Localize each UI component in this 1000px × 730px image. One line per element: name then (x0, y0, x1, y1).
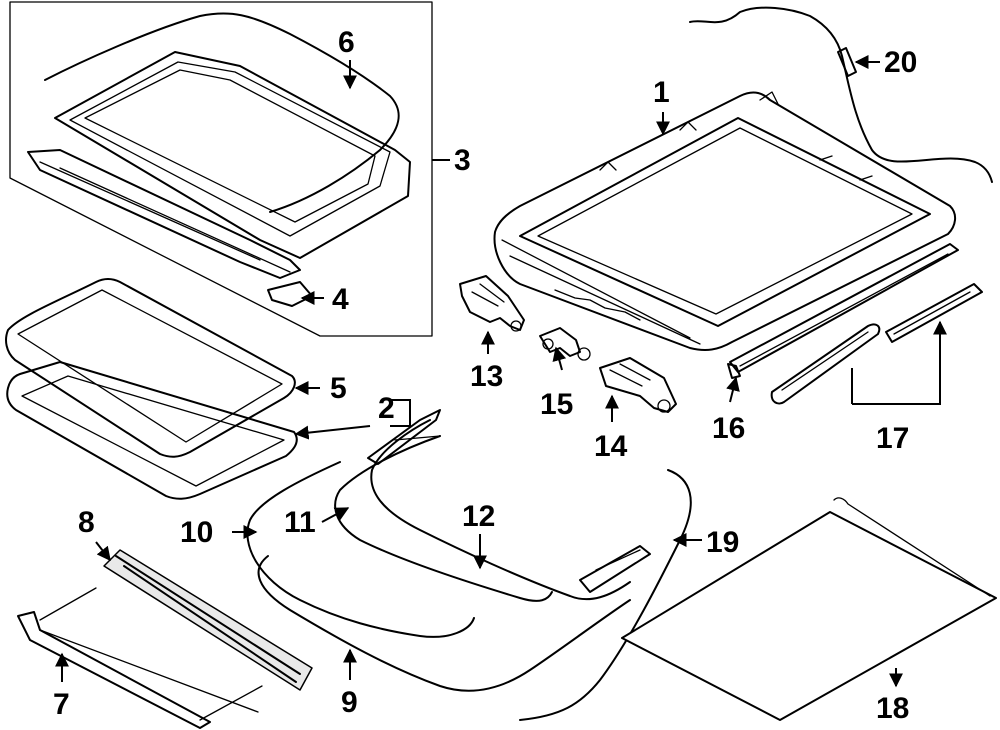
callout-16: 16 (712, 412, 745, 445)
glass-assembly-group-box (9, 1, 433, 337)
callout-2: 2 (378, 392, 395, 425)
callout-3: 3 (454, 144, 471, 177)
leader-lines (55, 55, 940, 688)
callout-17: 17 (876, 422, 909, 455)
cable-parts (246, 409, 631, 638)
sunroof-frame-part (493, 91, 956, 351)
callout-19: 19 (706, 526, 739, 559)
callout-20: 20 (884, 46, 917, 79)
callout-15: 15 (540, 388, 573, 421)
callout-6: 6 (338, 26, 355, 59)
callout-7: 7 (53, 688, 70, 721)
shade-panel-part (621, 497, 997, 721)
glass-seal-parts (5, 278, 298, 500)
callout-12: 12 (462, 500, 495, 533)
guide-rail-parts (770, 283, 983, 405)
callout-9: 9 (341, 686, 358, 719)
motor-part (459, 275, 525, 332)
sunshade-part (17, 587, 263, 729)
connector-part (539, 327, 591, 361)
drain-hose-part (689, 6, 993, 183)
cable-9-part (257, 545, 651, 692)
cable-19-part (519, 469, 692, 721)
glass-panel-assembly (27, 12, 411, 279)
callout-1: 1 (653, 76, 670, 109)
callout-5: 5 (330, 372, 347, 405)
callout-8: 8 (78, 506, 95, 539)
callout-10: 10 (180, 516, 213, 549)
shade-motor-part (599, 357, 677, 413)
callout-14: 14 (594, 430, 628, 463)
glass-clip-part (267, 281, 313, 307)
callout-11: 11 (284, 506, 316, 539)
callout-4: 4 (332, 283, 349, 316)
shade-frame-part (103, 549, 313, 691)
callout-18: 18 (876, 692, 909, 725)
rail-part (727, 243, 959, 379)
callout-13: 13 (470, 360, 503, 393)
